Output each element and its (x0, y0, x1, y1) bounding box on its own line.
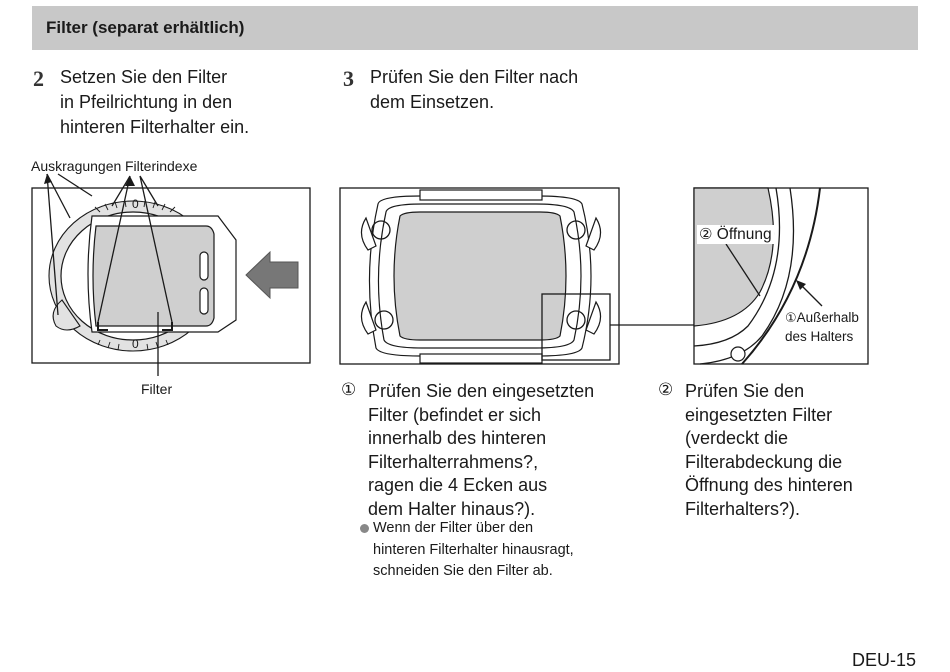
protrusions-arrowhead-icon (44, 174, 52, 184)
outside-marker: ① (785, 311, 797, 326)
filter-sheet (92, 225, 215, 327)
opening-callout: ② Öffnung (697, 225, 774, 244)
corner-check-top-right (566, 220, 586, 240)
holder-edge-inner (693, 187, 781, 347)
slot-lower (199, 287, 209, 315)
page-number: DEU-15 (851, 650, 916, 670)
insert-direction-arrow-icon (245, 250, 299, 300)
detail-filter (693, 187, 775, 327)
indexes-leaders (97, 175, 173, 323)
check-1-bullet-text: Wenn der Filter über den hinteren Filter… (373, 520, 574, 579)
corner-check-bottom-right (566, 310, 586, 330)
left-ears (360, 216, 377, 335)
indexes-arrowhead-icon (125, 176, 135, 186)
corner-check-top-left (371, 220, 391, 240)
section-title: Filter (separat erhältlich) (46, 18, 245, 37)
corner-check-bottom-left (374, 310, 394, 330)
check-2-text: Prüfen Sie den eingesetzten Filter (verd… (685, 381, 853, 519)
opening-leader (725, 243, 761, 297)
top-tab (419, 189, 543, 201)
slot-upper (199, 251, 209, 281)
opening-label: Öffnung (716, 226, 772, 243)
check-1-marker: ① (341, 380, 357, 400)
detail-box (541, 293, 611, 361)
step-2-text: Setzen Sie den Filter in Pfeilrichtung i… (60, 67, 250, 137)
label-filter-indexes: Filterindexe (125, 158, 198, 174)
scale-label-bottom: 0 (132, 337, 139, 351)
left-lug (52, 299, 81, 331)
scale-label-top: 0 (132, 197, 139, 211)
bullet-dot-icon (360, 524, 369, 533)
outside-label-line2: des Halters (785, 329, 854, 344)
filter-index-marks (97, 322, 173, 331)
check-2-marker: ② (658, 380, 674, 400)
holder-edge-outer (741, 187, 821, 365)
holder-screw (730, 346, 746, 362)
scale-ticks-top (94, 200, 176, 213)
step-3-number: 3 (343, 66, 354, 91)
label-filter: Filter (141, 381, 173, 397)
scale-ticks-bottom (97, 339, 169, 351)
inserted-filter (393, 211, 567, 341)
holder-edge-middle (699, 187, 795, 365)
opening-marker: ② (699, 225, 713, 243)
check-1-text: Prüfen Sie den eingesetzten Filter (befi… (368, 381, 595, 519)
section-header: Filter (separat erhältlich) (32, 6, 918, 50)
step-2-number: 2 (33, 66, 44, 91)
label-protrusions: Auskragungen (31, 158, 122, 174)
right-ears (585, 216, 602, 335)
outside-arrowhead-icon (796, 280, 806, 290)
outside-label-line1: Außerhalb (796, 310, 859, 325)
outside-callout: ①Außerhalb des Halters (785, 309, 859, 346)
step-3-text: Prüfen Sie den Filter nach dem Einsetzen… (370, 67, 579, 112)
